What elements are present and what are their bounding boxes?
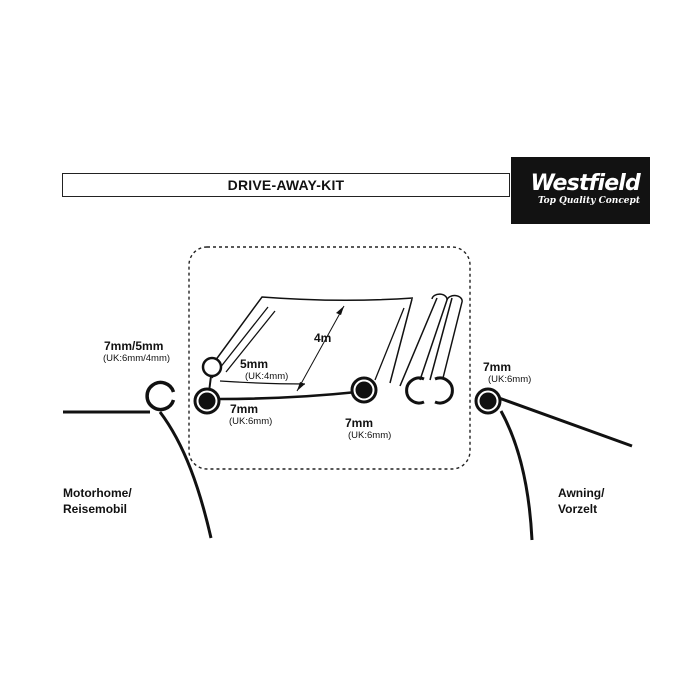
length-arrow-top (336, 306, 344, 315)
double-c-connector (399, 293, 463, 405)
large-tube-size-label: 7mm (230, 402, 259, 416)
connector-cap-right (446, 294, 463, 303)
large-tube-uk-label: (UK:6mm) (229, 416, 273, 427)
connector-tube-b (419, 299, 448, 381)
strip-bottom-edge (218, 390, 358, 401)
awning-side (474, 387, 633, 541)
right-kit-bead-core (355, 381, 373, 399)
strip-top-edge (214, 296, 414, 362)
brand-name: Westfield (530, 171, 640, 196)
right-tube-size-label: 7mm (345, 416, 374, 430)
motorhome-label-line1: Motorhome/ (63, 486, 132, 500)
motorhome-label-line2: Reisemobil (63, 502, 128, 516)
awning-fabric-top (498, 396, 633, 448)
connector-cap-left (431, 293, 448, 301)
strip-right-edge-b (374, 307, 405, 381)
strip-inner-line-b (225, 310, 276, 373)
awning-rail-uk-label: (UK:6mm) (488, 374, 532, 385)
brand-logo: Westfield Top Quality Concept (511, 157, 650, 224)
small-tube-size-label: 5mm (240, 357, 269, 371)
awning-fabric-bottom (499, 410, 534, 541)
connector-tube-d (442, 301, 463, 379)
length-label: 4m (314, 331, 332, 345)
kit-strip (208, 296, 414, 401)
small-tube-uk-label: (UK:4mm) (245, 371, 289, 382)
left-rail-size-label: 7mm/5mm (104, 339, 164, 353)
motorhome-wall-curve (158, 411, 213, 539)
connector-tube-c (429, 297, 453, 381)
awning-label-line1: Awning/ (558, 486, 605, 500)
connector-tube-a (399, 297, 438, 387)
connector-c-right (434, 376, 454, 405)
left-rail-uk-label: (UK:6mm/4mm) (103, 353, 171, 364)
awning-bead-core (479, 392, 497, 410)
motorhome-c-channel (145, 380, 176, 412)
right-tube-uk-label: (UK:6mm) (348, 430, 392, 441)
kit-boundary (188, 246, 471, 470)
brand-tagline: Top Quality Concept (537, 196, 640, 206)
strip-right-edge-a (389, 298, 413, 384)
page-title: DRIVE-AWAY-KIT (62, 173, 510, 197)
length-arrow-bottom (297, 382, 305, 391)
awning-label-line2: Vorzelt (558, 502, 598, 516)
connector-c-left (405, 376, 425, 405)
strip-fold-line (219, 380, 306, 385)
large-kit-bead-core (198, 392, 216, 410)
awning-rail-size-label: 7mm (483, 360, 512, 374)
motorhome-rail (63, 380, 213, 539)
small-kit-bead (201, 356, 223, 378)
length-dimension-line (296, 305, 345, 392)
